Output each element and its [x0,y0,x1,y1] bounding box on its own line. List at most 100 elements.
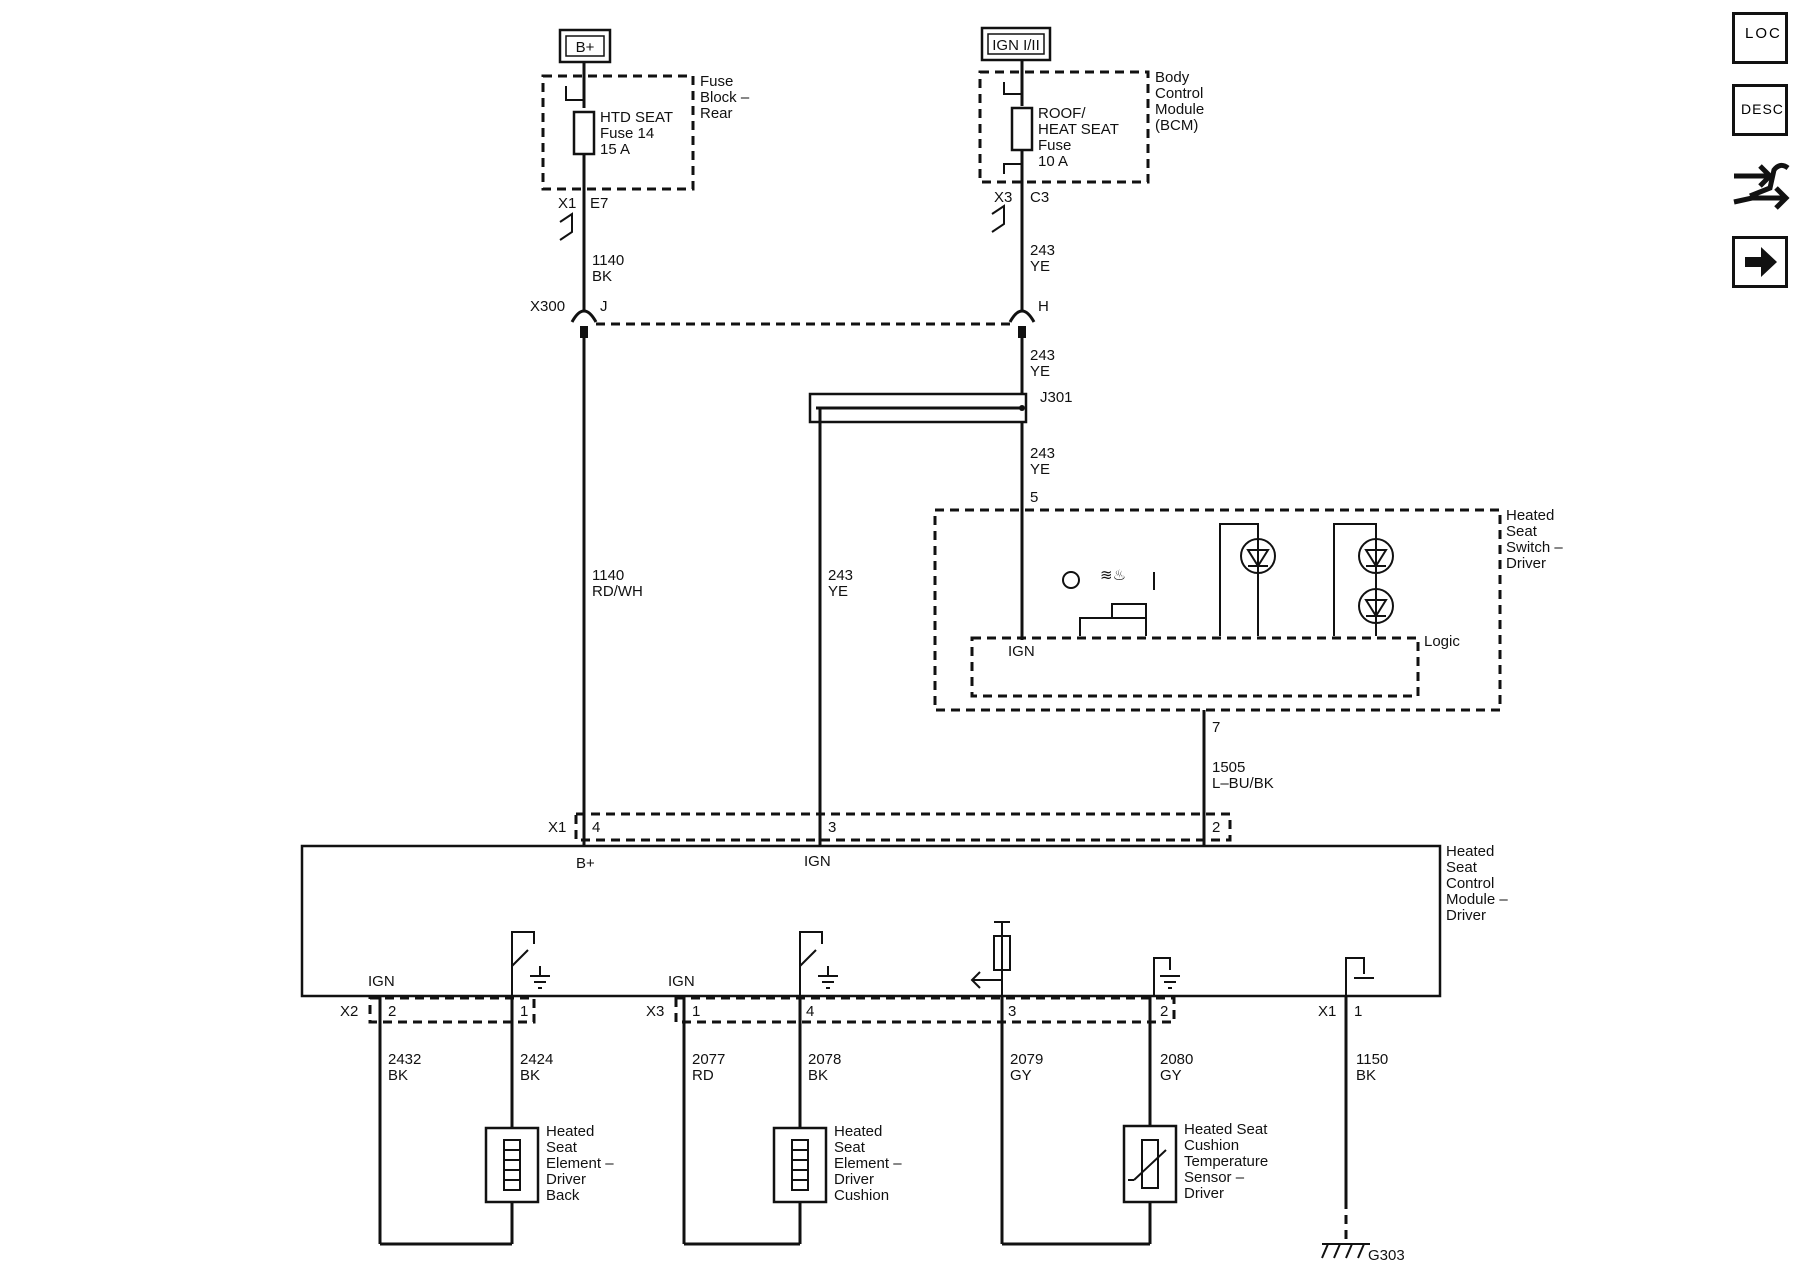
wire-243-b-color: YE [1030,363,1050,380]
loc-icon: LOC [1745,25,1782,42]
wire-2079-num: 2079 [1010,1051,1043,1068]
wire-2078-num: 2078 [808,1051,841,1068]
pin-2: 2 [1212,819,1220,836]
wire-1140-rdwh-color: RD/WH [592,583,643,600]
bplus-source: B+ [558,28,612,64]
wire-1505-color: L–BU/BK [1212,775,1274,792]
wire-1505-num: 1505 [1212,759,1245,776]
wire-2077-color: RD [692,1067,714,1084]
wire-1140-rdwh-num: 1140 [592,567,624,584]
x2-connector [368,996,536,1024]
switch-pin-out: 7 [1212,719,1220,736]
wire-243-a-color: YE [1030,258,1050,275]
x3-pin-1: 1 [692,1003,700,1020]
j301-label: J301 [1040,389,1073,406]
pin-3: 3 [828,819,836,836]
x300-pin-h: H [1038,298,1049,315]
x3-label: X3 [646,1003,664,1020]
x2-pin-1: 1 [520,1003,528,1020]
fuse-block-conn: X1 [558,195,576,212]
x2-pin-2: 2 [388,1003,396,1020]
location-view-button[interactable]: LOC [1732,12,1788,64]
ign-source: IGN I/II [980,26,1052,62]
bcm-outline [978,70,1150,184]
wire-2432-color: BK [388,1067,408,1084]
fuse-block-outline [541,74,695,191]
module-bplus: B+ [576,855,595,872]
ground-icon [530,966,550,989]
wire-2432-num: 2432 [388,1051,421,1068]
wire-243-d-num: 243 [828,567,853,584]
bplus-label: B+ [576,39,595,56]
wire-1140-color: BK [592,268,612,285]
desc-icon: DESC [1741,101,1784,117]
seat-heat-icon: ≋♨ [1100,567,1126,584]
pin-4: 4 [592,819,600,836]
momentary-switch-symbol [1079,603,1147,636]
connector-view-button[interactable] [1730,158,1792,216]
x1-top-label: X1 [548,819,566,836]
logic-block [970,636,1420,698]
wire-1150-num: 1150 [1356,1051,1388,1068]
switch-pin-in: 5 [1030,489,1038,506]
temperature-sensor [1122,1124,1178,1204]
logic-label: Logic [1424,633,1460,650]
wire-2080-color: GY [1160,1067,1182,1084]
chassis-ground-icon [1345,957,1374,996]
module-ign-right: IGN [668,973,695,990]
wrench-connector-icon [1733,162,1790,210]
x3-pin-2: 2 [1160,1003,1168,1020]
description-view-button[interactable]: DESC [1732,84,1788,136]
x3-pin-3: 3 [1008,1003,1016,1020]
wire-1150-color: BK [1356,1067,1376,1084]
x1-top-connector [574,812,1232,842]
arrow-right-icon [1745,247,1777,277]
g303-label: G303 [1368,1247,1405,1264]
x1-bottom-label: X1 [1318,1003,1336,1020]
heated-seat-switch-outline [933,508,1502,712]
x3-connector [674,996,1176,1024]
ground-icon [1153,957,1180,996]
wire-243-c-num: 243 [1030,445,1055,462]
wire-2078-color: BK [808,1067,828,1084]
ign-label: IGN I/II [992,37,1040,54]
x3-pin-4: 4 [806,1003,814,1020]
led-indicator-icon [1358,588,1394,624]
wire-2077-num: 2077 [692,1051,725,1068]
wire-243-d-color: YE [828,583,848,600]
x1-pin-1: 1 [1354,1003,1362,1020]
led-indicator-icon [1240,538,1276,574]
x300-pin-j: J [600,298,608,315]
wire-2079-color: GY [1010,1067,1032,1084]
x2-label: X2 [340,1003,358,1020]
module-ign: IGN [804,853,831,870]
fuse-14-symbol [572,110,596,156]
g303-ground-icon [1321,1243,1370,1259]
bcm-pin: C3 [1030,189,1049,206]
switch-off-symbol [1062,571,1080,589]
bcm-conn: X3 [994,189,1012,206]
ground-icon [818,966,838,989]
wire-243-a-num: 243 [1030,242,1055,259]
next-page-button[interactable] [1732,236,1788,288]
wire-1140-num: 1140 [592,252,624,269]
wire-243-c-color: YE [1030,461,1050,478]
module-ign-left: IGN [368,973,395,990]
x300-label: X300 [530,298,565,315]
wire-2424-num: 2424 [520,1051,553,1068]
roof-heat-seat-fuse-symbol [1010,106,1034,152]
fuse-block-pin: E7 [590,195,608,212]
wire-2080-num: 2080 [1160,1051,1193,1068]
wire-2424-color: BK [520,1067,540,1084]
wire-243-b-num: 243 [1030,347,1055,364]
